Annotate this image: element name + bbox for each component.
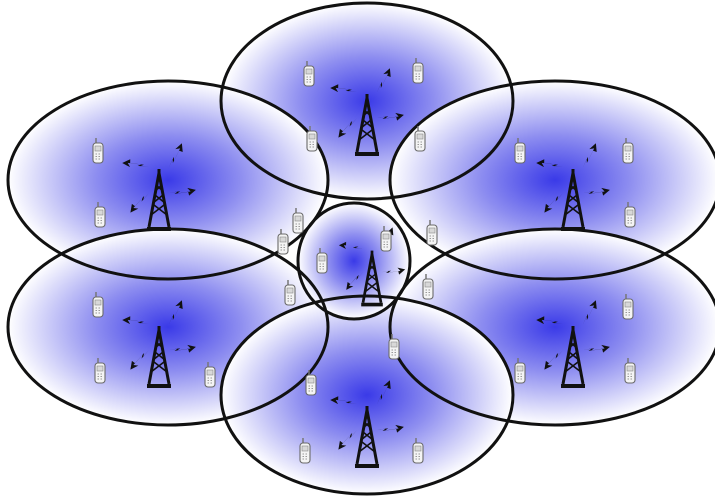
cellular-network-diagram — [0, 0, 715, 501]
